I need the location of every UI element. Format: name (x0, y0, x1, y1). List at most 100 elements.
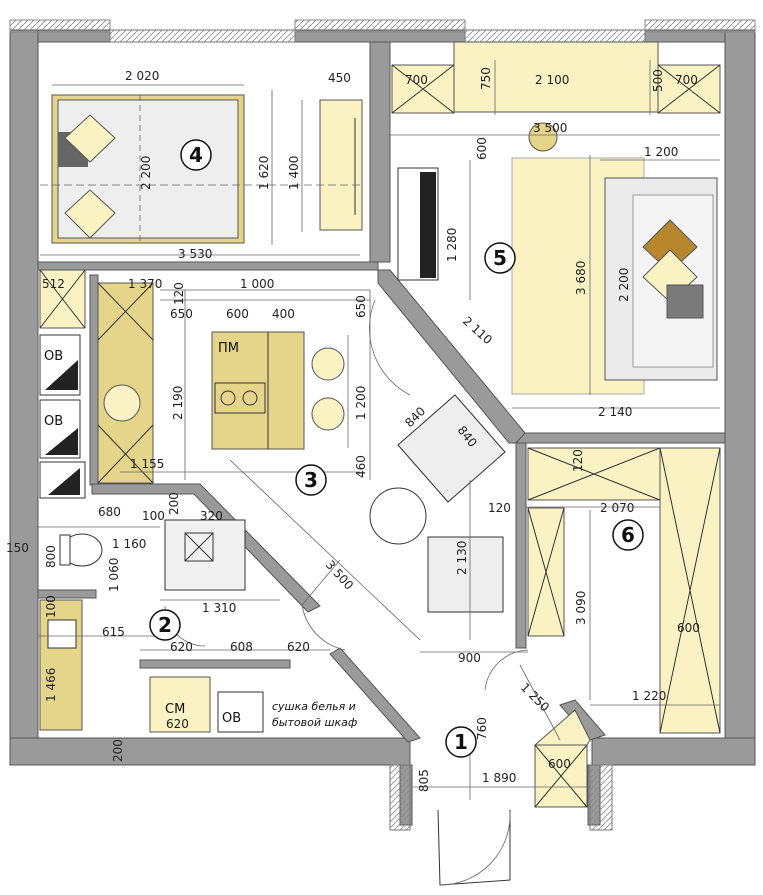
dim-label: 650 (170, 307, 193, 321)
dim-label: 620 (166, 717, 189, 731)
dim-label: 650 (354, 295, 368, 318)
dim-label: 2 110 (460, 314, 495, 347)
dim-label: 320 (200, 509, 223, 523)
dim-label: 620 (287, 640, 310, 654)
washing-machine (149, 676, 211, 733)
dim-label: 3 680 (574, 261, 588, 295)
dim-label: 100 (142, 509, 165, 523)
hallway: 900 1 250 760 805 1 890 600 1 (412, 649, 591, 886)
boiler-label: ОВ (44, 414, 63, 429)
dryer (217, 691, 264, 733)
kitchen: ПМ 512 1 370 1 000 120 650 600 400 650 2… (39, 269, 506, 641)
interior-walls (37, 41, 726, 831)
dryer-label: ОВ (222, 711, 241, 726)
dim-label: 1 250 (518, 680, 552, 714)
washing-machine-label: СМ (165, 702, 185, 717)
dim-label: 512 (42, 277, 65, 291)
window-sill (453, 41, 659, 113)
dim-label: 1 200 (354, 386, 368, 420)
chair (397, 394, 506, 503)
dim-label: 2 200 (139, 156, 153, 190)
room-number-5: 5 (493, 246, 507, 270)
dim-label: 1 000 (240, 277, 274, 291)
sink (103, 384, 141, 422)
dim-label: 2 190 (171, 386, 185, 420)
dishwasher-label: ПМ (218, 341, 239, 356)
dim-label: 2 200 (617, 268, 631, 302)
door-swings (301, 559, 346, 651)
dim-label: 3 500 (533, 121, 567, 135)
dim-label: 2 100 (535, 73, 569, 87)
dim-label: 600 (226, 307, 249, 321)
dim-label: 500 (651, 69, 665, 92)
dim-label: 1 280 (445, 228, 459, 262)
shower (164, 519, 246, 591)
dim-label: 805 (417, 769, 431, 792)
dim-label: 1 060 (107, 558, 121, 592)
dim-label: 1 400 (287, 156, 301, 190)
pillow (64, 189, 116, 239)
cushion (666, 284, 704, 319)
dim-label: 1 155 (130, 457, 164, 471)
dim-label: 460 (354, 455, 368, 478)
dim-label: 120 (172, 282, 186, 305)
dim-label: 2 140 (598, 405, 632, 419)
bedroom: 2 020 2 200 1 620 1 400 450 3 530 4 (40, 69, 363, 261)
dim-label: 120 (488, 501, 511, 515)
dim-label: 200 (111, 739, 125, 762)
room-number-6: 6 (621, 523, 635, 547)
chair (427, 536, 504, 613)
dim-label: 120 (571, 449, 585, 472)
dim-label: 1 890 (482, 771, 516, 785)
exterior-walls (9, 19, 756, 766)
room-number-3: 3 (304, 468, 318, 492)
dim-label: 1 160 (112, 537, 146, 551)
stool (311, 397, 345, 431)
room-number-4: 4 (189, 143, 203, 167)
room-number-2: 2 (158, 613, 172, 637)
note: сушка белья и (272, 700, 356, 713)
dim-label: 1 310 (202, 601, 236, 615)
dim-label: 1 200 (644, 145, 678, 159)
dim-label: 600 (677, 621, 700, 635)
kitchen-counter (97, 282, 154, 484)
dim-label: 3 530 (178, 247, 212, 261)
round-table (369, 487, 427, 545)
dim-label: 608 (230, 640, 253, 654)
dim-label: 2 070 (600, 501, 634, 515)
dim-label: 1 220 (632, 689, 666, 703)
dim-label: 600 (548, 757, 571, 771)
dim-label: 620 (170, 640, 193, 654)
bathroom: 680 100 200 320 150 800 1 160 1 060 1 31… (6, 492, 357, 762)
dim-label: 700 (405, 73, 428, 87)
dim-label: 400 (272, 307, 295, 321)
stool (311, 347, 345, 381)
lamp (528, 122, 558, 152)
dim-label: 3 090 (574, 591, 588, 625)
boiler-label: ОВ (44, 349, 63, 364)
dim-label: 1 370 (128, 277, 162, 291)
dim-label: 750 (479, 67, 493, 90)
dim-label: 760 (475, 717, 489, 740)
living-room: 700 2 100 700 750 500 3 500 600 1 200 1 … (390, 41, 721, 419)
dim-label: 150 (6, 541, 29, 555)
dim-label: 615 (102, 625, 125, 639)
wardrobe (319, 99, 363, 231)
dim-label: 1 466 (44, 668, 58, 702)
entrance-door[interactable] (437, 809, 511, 886)
dim-label: 700 (675, 73, 698, 87)
dim-label: 450 (328, 71, 351, 85)
dim-label: 2 020 (125, 69, 159, 83)
pillow (64, 114, 116, 163)
washbasin (47, 619, 77, 649)
dim-label: 100 (44, 595, 58, 618)
room-number-1: 1 (454, 730, 468, 754)
dim-label: 800 (44, 545, 58, 568)
tv (420, 172, 436, 278)
dim-label: 1 620 (257, 156, 271, 190)
dim-label: 680 (98, 505, 121, 519)
note: бытовой шкаф (272, 716, 357, 729)
dim-label: 900 (458, 651, 481, 665)
dim-label: 200 (167, 492, 181, 515)
